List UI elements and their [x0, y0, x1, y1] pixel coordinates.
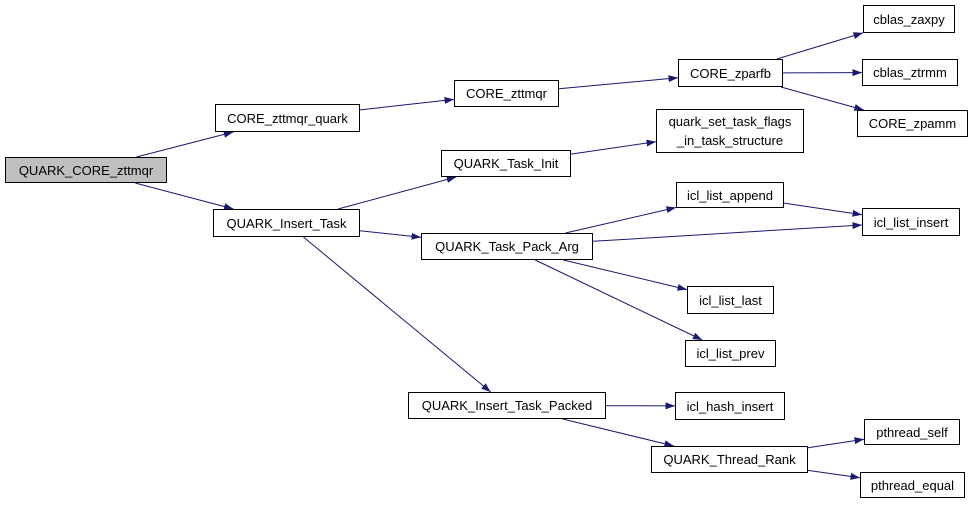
node-QUARK_CORE_zttmqr: QUARK_CORE_zttmqr	[5, 157, 167, 183]
edge-QUARK_Thread_Rank-to-pthread_equal	[807, 469, 861, 480]
node-cblas_zaxpy[interactable]: cblas_zaxpy	[863, 5, 955, 33]
node-QUARK_Task_Pack_Arg[interactable]: QUARK_Task_Pack_Arg	[421, 233, 593, 260]
node-icl_list_append[interactable]: icl_list_append	[676, 182, 784, 208]
node-icl_hash_insert[interactable]: icl_hash_insert	[675, 392, 785, 420]
edge-QUARK_CORE_zttmqr-to-CORE_zttmqr_quark	[136, 130, 234, 158]
edge-QUARK_Task_Pack_Arg-to-icl_list_insert	[592, 222, 863, 242]
edge-CORE_zttmqr-to-CORE_zparfb	[558, 75, 679, 90]
edge-QUARK_Insert_Task_Packed-to-QUARK_Thread_Rank	[562, 418, 675, 448]
edge-QUARK_Insert_Task-to-QUARK_Task_Pack_Arg	[359, 230, 422, 240]
edge-CORE_zparfb-to-CORE_zpamm	[780, 86, 864, 111]
edge-CORE_zttmqr_quark-to-CORE_zttmqr	[359, 96, 455, 111]
node-icl_list_insert[interactable]: icl_list_insert	[862, 208, 960, 236]
edge-QUARK_Insert_Task-to-QUARK_Insert_Task_Packed	[303, 236, 492, 393]
node-QUARK_Insert_Task_Packed[interactable]: QUARK_Insert_Task_Packed	[408, 392, 606, 419]
node-CORE_zttmqr_quark[interactable]: CORE_zttmqr_quark	[215, 104, 360, 132]
node-QUARK_Thread_Rank[interactable]: QUARK_Thread_Rank	[651, 446, 808, 473]
edge-QUARK_Insert_Task-to-QUARK_Task_Init	[337, 176, 457, 210]
edge-QUARK_Task_Init-to-quark_set_task_flags_in_task_structure	[570, 139, 657, 155]
node-quark_set_task_flags_in_task_structure[interactable]: quark_set_task_flags _in_task_structure	[656, 109, 804, 153]
node-CORE_zpamm[interactable]: CORE_zpamm	[857, 110, 968, 137]
edge-QUARK_Thread_Rank-to-pthread_self	[807, 437, 865, 449]
edge-QUARK_CORE_zttmqr-to-QUARK_Insert_Task	[135, 182, 234, 210]
node-icl_list_prev[interactable]: icl_list_prev	[685, 340, 776, 367]
node-cblas_ztrmm[interactable]: cblas_ztrmm	[862, 59, 958, 86]
edge-QUARK_Task_Pack_Arg-to-icl_list_last	[563, 259, 688, 291]
edge-icl_list_append-to-icl_list_insert	[783, 202, 863, 217]
node-CORE_zttmqr[interactable]: CORE_zttmqr	[454, 80, 559, 107]
node-pthread_self[interactable]: pthread_self	[864, 419, 960, 445]
node-pthread_equal[interactable]: pthread_equal	[860, 472, 965, 498]
node-QUARK_Insert_Task[interactable]: QUARK_Insert_Task	[213, 209, 360, 237]
node-CORE_zparfb[interactable]: CORE_zparfb	[678, 59, 783, 87]
edge-QUARK_Task_Pack_Arg-to-icl_list_append	[565, 206, 677, 234]
edge-QUARK_Task_Pack_Arg-to-icl_list_prev	[534, 259, 703, 341]
node-QUARK_Task_Init[interactable]: QUARK_Task_Init	[441, 150, 571, 177]
node-icl_list_last[interactable]: icl_list_last	[687, 286, 774, 314]
edge-CORE_zparfb-to-cblas_zaxpy	[776, 32, 864, 60]
